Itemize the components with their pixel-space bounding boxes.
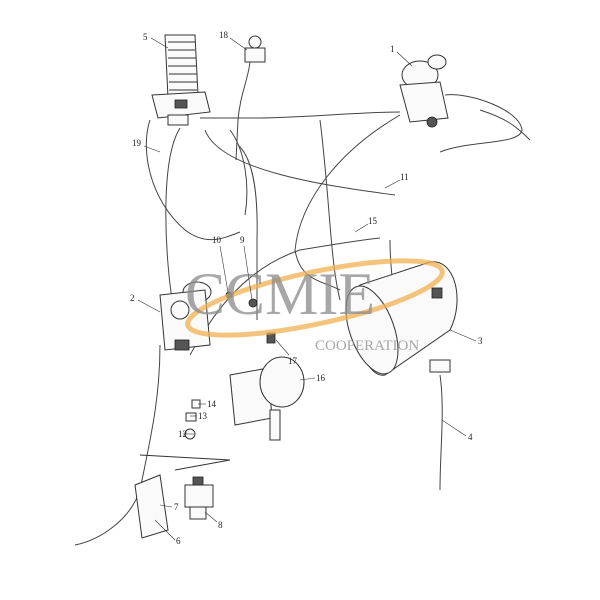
callout-8: 8: [218, 520, 223, 530]
watermark: CCMIE COOPERATION: [185, 258, 445, 354]
callout-5: 5: [143, 32, 148, 42]
callout-leaders: [137, 37, 477, 541]
callout-6: 6: [176, 536, 181, 546]
brake-pedal: [151, 34, 211, 126]
callout-15: 15: [368, 216, 378, 226]
callout-4: 4: [468, 432, 473, 442]
parking-valve: [134, 454, 231, 539]
callout-labels: 1 2 3 4 5 6 7 8 9 10 11 12 13 14 15 16 1…: [130, 30, 483, 546]
watermark-sub: COOPERATION: [315, 338, 419, 354]
callout-17: 17: [288, 356, 298, 366]
callout-19: 19: [132, 138, 142, 148]
callout-14: 14: [207, 399, 217, 409]
callout-7: 7: [174, 502, 179, 512]
callout-3: 3: [478, 336, 483, 346]
callout-9: 9: [240, 235, 245, 245]
watermark-ring: [185, 258, 445, 338]
callout-11: 11: [400, 172, 409, 182]
callout-2: 2: [130, 293, 135, 303]
callout-13: 13: [198, 411, 208, 421]
callout-1: 1: [390, 44, 395, 54]
brake-valve: [159, 281, 212, 351]
callout-10: 10: [212, 235, 222, 245]
watermark-brand: CCMIE: [185, 261, 375, 327]
callout-18: 18: [219, 30, 229, 40]
callout-16: 16: [316, 373, 326, 383]
hand-valve: [235, 35, 266, 161]
brake-chamber: [229, 356, 305, 441]
air-dryer-valve: [399, 54, 531, 153]
callout-12: 12: [178, 429, 187, 439]
